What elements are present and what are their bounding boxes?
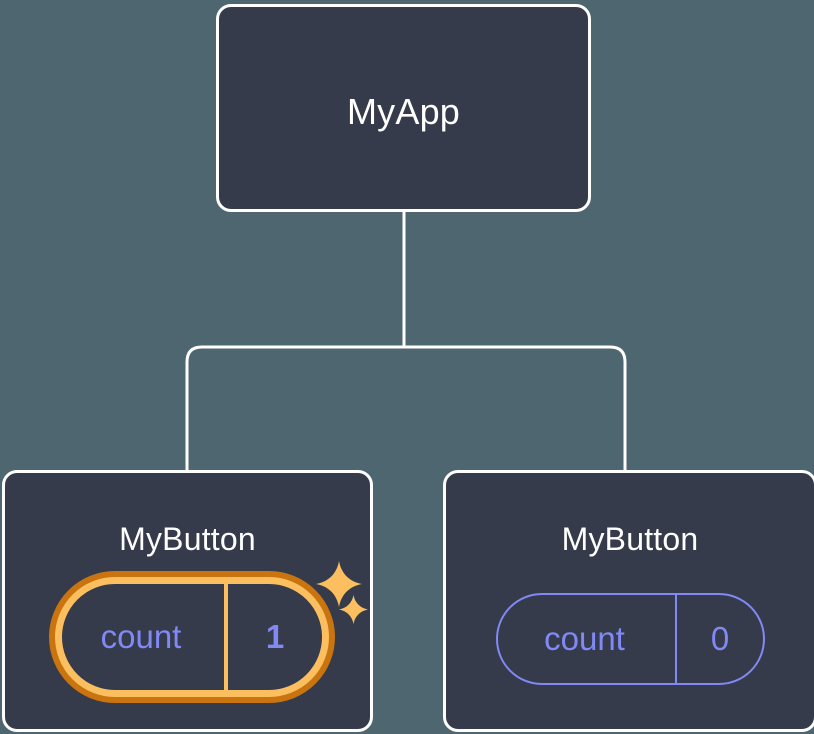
state-badge-inner: count 1 <box>55 577 329 697</box>
state-key-label: count <box>544 620 625 657</box>
node-mybutton-right-label: MyButton <box>561 521 699 557</box>
node-myapp-label: MyApp <box>346 91 461 132</box>
state-badge-count-idle[interactable]: count 0 <box>496 593 765 685</box>
node-mybutton-left[interactable]: MyButton count 1 <box>2 470 373 732</box>
state-badge-divider <box>675 595 677 683</box>
state-badge-inner: count 0 <box>498 595 763 683</box>
node-mybutton-left-label: MyButton <box>119 521 256 557</box>
connector-branch-bar <box>185 345 627 470</box>
sparkle-small-icon <box>339 595 368 624</box>
sparkle-large-icon <box>316 561 362 607</box>
state-key-label: count <box>100 618 182 655</box>
state-value-label: 0 <box>710 620 730 657</box>
node-myapp[interactable]: MyApp <box>216 4 591 212</box>
state-badge-count-updated[interactable]: count 1 <box>49 571 335 703</box>
state-value-label: 1 <box>265 618 285 655</box>
node-mybutton-right[interactable]: MyButton count 0 <box>443 470 814 732</box>
state-badge-divider <box>224 584 228 690</box>
